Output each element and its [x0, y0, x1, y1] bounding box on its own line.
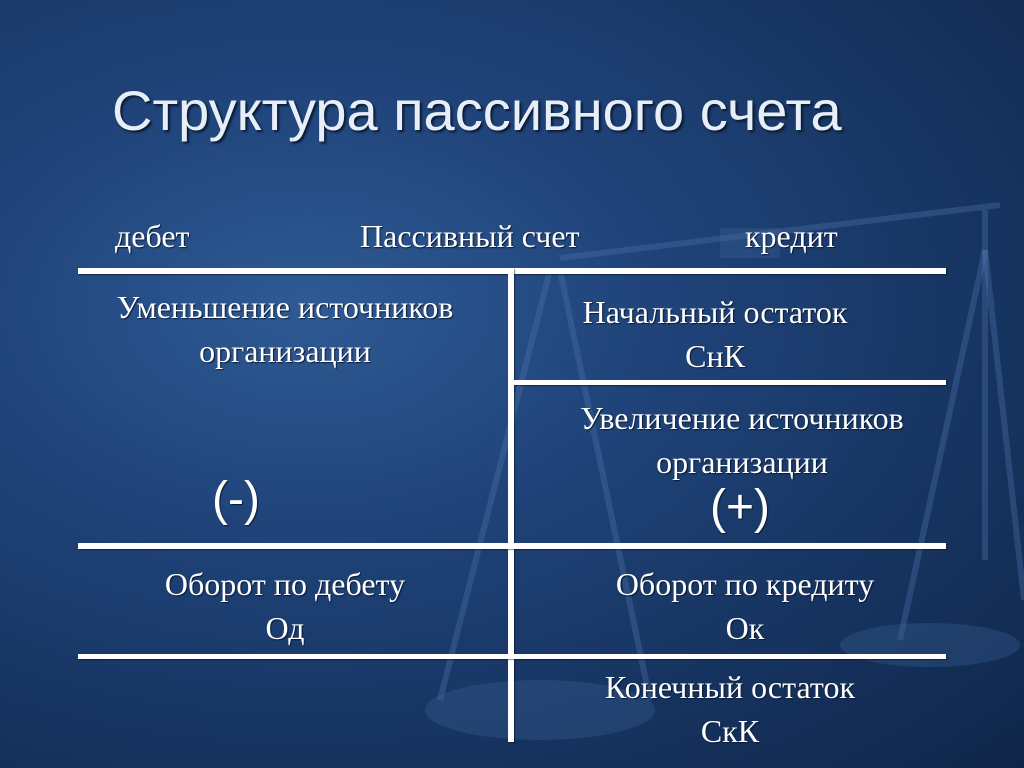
opening-balance-cell: Начальный остаток СнК	[514, 290, 916, 378]
credit-turnover-line2: Ок	[725, 610, 765, 646]
increase-sources-line1: Увеличение источников	[580, 400, 904, 436]
increase-sources-cell: Увеличение источников организации	[532, 396, 952, 484]
center-vertical-line	[508, 268, 514, 742]
credit-turnover-cell: Оборот по кредиту Ок	[540, 562, 950, 650]
debit-turnover-line2: Од	[265, 610, 305, 646]
closing-balance-line2: СкК	[700, 713, 760, 749]
opening-balance-line1: Начальный остаток	[582, 294, 848, 330]
debit-label: дебет	[115, 218, 190, 254]
debit-turnover-line1: Оборот по дебету	[164, 566, 406, 602]
right-opening-divider	[514, 380, 946, 385]
plus-sign: (+)	[710, 481, 770, 534]
decrease-sources-line1: Уменьшение источников	[116, 289, 454, 325]
closing-divider-line	[78, 654, 946, 659]
debit-turnover-cell: Оборот по дебету Од	[80, 562, 490, 650]
decrease-sources-line2: организации	[199, 333, 371, 369]
slide-title: Структура пассивного счета	[112, 79, 842, 142]
increase-sources-line2: организации	[656, 444, 828, 480]
decrease-sources-cell: Уменьшение источников организации	[80, 285, 490, 373]
credit-label: кредит	[745, 218, 838, 254]
account-label: Пассивный счет	[360, 218, 580, 254]
minus-sign: (-)	[212, 473, 260, 526]
closing-balance-cell: Конечный остаток СкК	[525, 665, 935, 753]
closing-balance-line1: Конечный остаток	[605, 669, 855, 705]
opening-balance-line2: СнК	[685, 338, 745, 374]
credit-turnover-line1: Оборот по кредиту	[615, 566, 875, 602]
turnover-divider-line	[78, 543, 946, 549]
